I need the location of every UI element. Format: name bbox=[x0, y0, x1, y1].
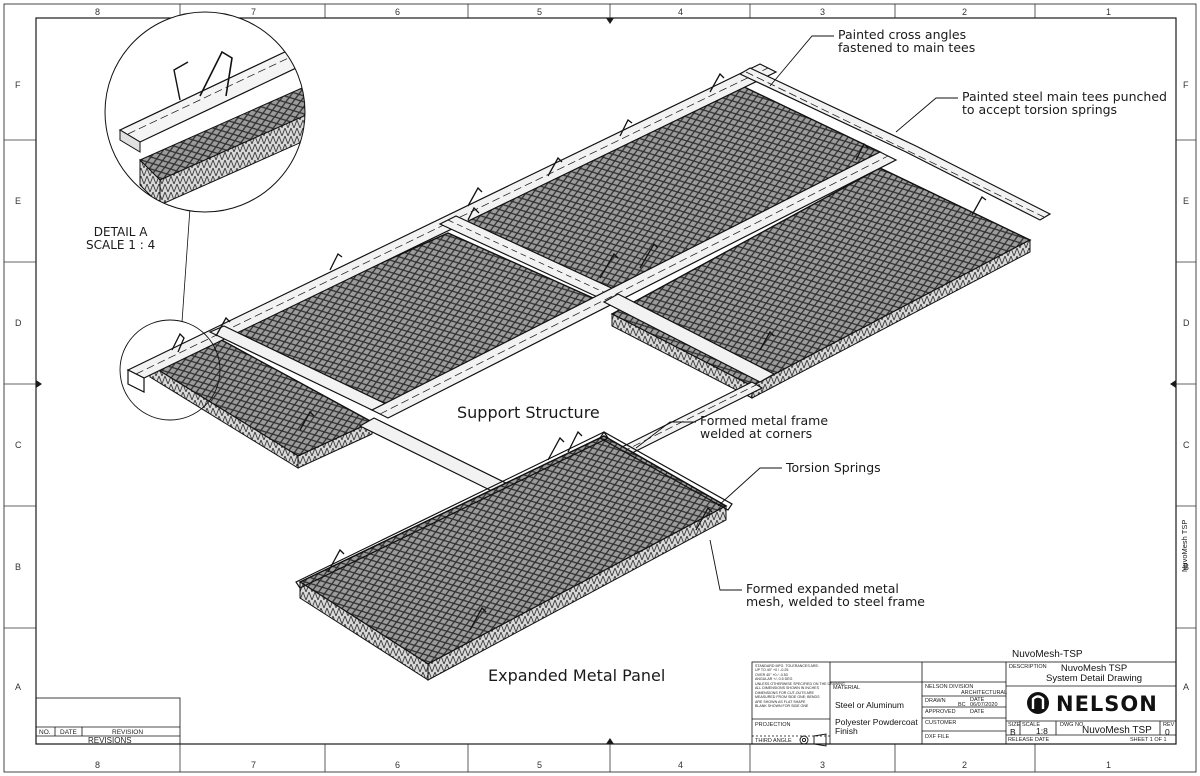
callout-cross-angles: Painted cross angles fastened to main te… bbox=[838, 27, 976, 56]
zone-bottom-8: 8 bbox=[95, 760, 101, 770]
torsion-springs-panel bbox=[327, 430, 713, 631]
third-angle-symbol-icon bbox=[799, 733, 827, 747]
zone-left-d: D bbox=[15, 318, 22, 328]
callout-frame: Formed metal frame welded at corners bbox=[700, 413, 829, 442]
rev-value: 0 bbox=[1165, 727, 1170, 737]
leader-lines bbox=[635, 35, 958, 591]
division-label: NELSON DIVISION ARCHITECTURAL bbox=[925, 684, 1008, 697]
scale-label: SCALE bbox=[1022, 722, 1041, 728]
detail-a-label: DETAIL A SCALE 1 : 4 bbox=[86, 225, 156, 252]
zone-left-c: C bbox=[15, 440, 22, 450]
projection-value: THIRD ANGLE bbox=[755, 738, 792, 744]
drawn-label: DRAWN bbox=[925, 698, 946, 704]
dwg-no-label: DWG NO. bbox=[1060, 722, 1085, 728]
zone-top-2: 2 bbox=[962, 7, 968, 17]
material-value: Steel or Aluminum bbox=[835, 700, 904, 710]
scale-value: 1:8 bbox=[1036, 726, 1048, 736]
description-value: NuvoMesh TSP System Detail Drawing bbox=[1046, 663, 1143, 685]
callout-torsion-springs: Torsion Springs bbox=[786, 460, 881, 475]
revisions-date-header: DATE bbox=[60, 729, 77, 736]
approved-label: APPROVED bbox=[925, 709, 956, 715]
zone-bottom-1: 1 bbox=[1106, 760, 1112, 770]
zone-top-8: 8 bbox=[95, 7, 101, 17]
drawn-date: 06/07/2020 bbox=[970, 702, 998, 708]
center-marks bbox=[36, 18, 1176, 744]
zone-bottom-6: 6 bbox=[395, 760, 401, 770]
zone-bottom-7: 7 bbox=[251, 760, 257, 770]
title-block-lines bbox=[751, 661, 1177, 745]
revisions-table bbox=[35, 697, 181, 745]
projection-label: PROJECTION bbox=[755, 722, 791, 728]
zone-right-d: D bbox=[1183, 318, 1190, 328]
zone-right-f: F bbox=[1183, 80, 1189, 90]
zone-left-b: B bbox=[15, 562, 22, 572]
approved-date-label: DATE bbox=[970, 709, 985, 715]
drawn-by: BC bbox=[958, 702, 966, 708]
zone-top-1: 1 bbox=[1106, 7, 1112, 17]
release-date-label: RELEASE DATE bbox=[1008, 737, 1050, 743]
zone-top-5: 5 bbox=[537, 7, 543, 17]
description-label: DESCRIPTION bbox=[1009, 664, 1047, 670]
side-title-text: NuvoMesh TSP bbox=[1180, 519, 1189, 572]
zone-bottom-3: 3 bbox=[820, 760, 826, 770]
zone-top-7: 7 bbox=[251, 7, 257, 17]
zone-right-c: C bbox=[1183, 440, 1190, 450]
zone-bottom-2: 2 bbox=[962, 760, 968, 770]
zone-left-a: A bbox=[15, 682, 22, 692]
tolerance-notes: STANDARD MFG. TOLERANCES ARE: UP TO 40" … bbox=[755, 664, 845, 709]
revisions-no-header: NO. bbox=[39, 729, 51, 736]
sheet-label: SHEET 1 OF 1 bbox=[1130, 737, 1167, 743]
zone-bottom-4: 4 bbox=[678, 760, 684, 770]
zone-top-3: 3 bbox=[820, 7, 826, 17]
product-heading: NuvoMesh-TSP bbox=[1012, 649, 1083, 660]
zone-right-b: B bbox=[1183, 562, 1190, 572]
detail-a-view bbox=[105, 12, 305, 212]
size-value: B bbox=[1010, 727, 1016, 737]
zone-left-f: F bbox=[15, 80, 21, 90]
zone-right-e: E bbox=[1183, 196, 1190, 206]
zone-right-a: A bbox=[1183, 682, 1190, 692]
callout-main-tees: Painted steel main tees punched to accep… bbox=[962, 89, 1167, 118]
dwg-no-value: NuvoMesh TSP bbox=[1082, 725, 1152, 736]
torsion-springs-installed bbox=[171, 72, 987, 431]
date-label: DATE bbox=[970, 697, 985, 703]
finish-value: Polyester Powdercoat Finish bbox=[835, 717, 918, 737]
zone-left-e: E bbox=[15, 196, 22, 206]
expanded-metal-panel-label: Expanded Metal Panel bbox=[488, 666, 666, 685]
zone-top-6: 6 bbox=[395, 7, 401, 17]
detail-a-marker bbox=[119, 319, 221, 421]
customer-label: CUSTOMER bbox=[925, 720, 957, 726]
nelson-logo-icon bbox=[1027, 692, 1049, 714]
support-structure-label: Support Structure bbox=[457, 403, 600, 422]
callout-mesh: Formed expanded metal mesh, welded to st… bbox=[746, 581, 925, 610]
zone-ticks bbox=[4, 4, 1196, 772]
material-label: MATERIAL bbox=[833, 685, 861, 691]
brand-name: NELSON bbox=[1056, 692, 1158, 716]
size-label: SIZE bbox=[1008, 722, 1021, 728]
revisions-title: REVISIONS bbox=[88, 736, 132, 745]
ceiling-assembly bbox=[126, 63, 1052, 681]
revisions-revision-header: REVISION bbox=[112, 729, 144, 736]
dxf-file-label: DXF FILE bbox=[925, 734, 950, 740]
rev-label: REV bbox=[1163, 722, 1175, 728]
zone-bottom-5: 5 bbox=[537, 760, 543, 770]
zone-top-4: 4 bbox=[678, 7, 684, 17]
